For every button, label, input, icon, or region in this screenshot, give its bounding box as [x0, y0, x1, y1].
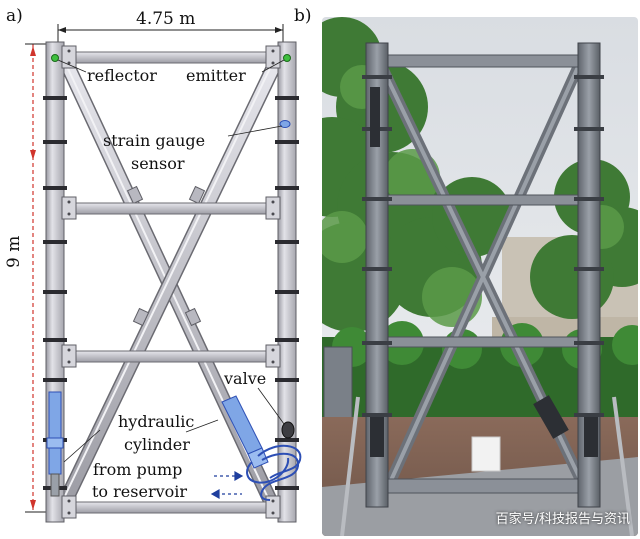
width-dimension — [57, 24, 284, 44]
reflector-marker — [51, 54, 59, 62]
photo-illustration — [322, 17, 638, 536]
valve-marker — [281, 421, 295, 439]
height-dimension-label: 9 m — [4, 235, 24, 268]
emitter-marker — [283, 54, 291, 62]
schematic-drawing — [25, 24, 302, 523]
panel-b-label: b) — [294, 6, 312, 26]
flow-arrows — [210, 470, 244, 500]
strain-gauge-label: strain gauge — [103, 131, 206, 150]
strain-gauge-sensor-marker — [279, 120, 291, 128]
emitter-label: emitter — [186, 66, 246, 85]
from-pump-label: from pump — [93, 460, 183, 479]
reflector-label: reflector — [87, 66, 157, 85]
hydraulic-hoses — [246, 444, 302, 501]
hydraulic-label: hydraulic — [118, 412, 195, 431]
valve-label: valve — [224, 369, 267, 388]
right-column — [277, 41, 297, 523]
to-reservoir-label: to reservoir — [92, 482, 188, 501]
test-frame-photo — [322, 17, 638, 536]
watermark-text: 百家号/科技报告与资讯 — [495, 512, 630, 527]
strain-gauge-sensor-label: sensor — [131, 154, 185, 173]
panel-a-label: a) — [6, 6, 23, 26]
diagonal-brace-right-to-left — [58, 54, 284, 508]
left-hydraulic-cylinder — [46, 391, 64, 497]
cylinder-label: cylinder — [124, 435, 190, 454]
width-dimension-label: 4.75 m — [136, 9, 196, 29]
